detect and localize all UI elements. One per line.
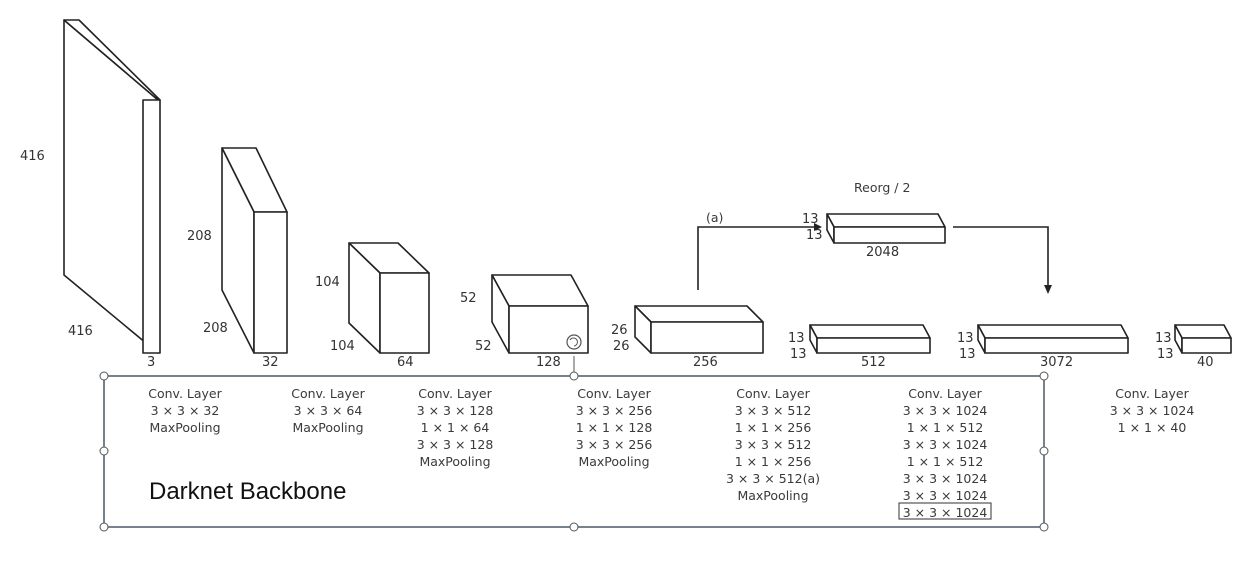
layer-line: 3 × 3 × 32: [151, 403, 220, 418]
layer-line: 1 × 1 × 40: [1118, 420, 1187, 435]
block1-depth-label: 3: [147, 355, 155, 370]
skip-connection-arrow: (a): [697, 210, 822, 290]
layer-line: 3 × 3 × 256: [576, 403, 653, 418]
layer-line: Conv. Layer: [1115, 386, 1189, 401]
block8-width-label: 13: [1157, 347, 1174, 362]
layer-line: MaxPooling: [737, 488, 808, 503]
layer-line: Conv. Layer: [908, 386, 982, 401]
layer-group-4: Conv. Layer 3 × 3 × 256 1 × 1 × 128 3 × 3 ×…: [576, 386, 653, 469]
backbone-label: Darknet Backbone: [149, 478, 346, 505]
layer-line: Conv. Layer: [418, 386, 492, 401]
layer-line: 3 × 3 × 512(a): [726, 471, 820, 486]
feature-map-416: 416 416 3: [20, 19, 161, 370]
block1-height-label: 416: [20, 149, 45, 164]
block5-width-label: 26: [613, 339, 630, 354]
reorg-width-label: 13: [806, 228, 823, 243]
block7-width-label: 13: [959, 347, 976, 362]
layer-line: 3 × 3 × 1024: [903, 471, 988, 486]
rotate-handle-icon[interactable]: [566, 334, 582, 350]
layer-line: 1 × 1 × 512: [907, 454, 984, 469]
arrowhead-icon: [1044, 285, 1052, 294]
layer-group-1: Conv. Layer 3 × 3 × 32 MaxPooling: [148, 386, 222, 435]
layer-line: 3 × 3 × 256: [576, 437, 653, 452]
layer-line: MaxPooling: [578, 454, 649, 469]
block1-width-label: 416: [68, 324, 93, 339]
feature-map-104: 104 104 64: [315, 242, 430, 370]
resize-handle[interactable]: [1039, 371, 1049, 381]
rotate-arrow-icon: [569, 337, 578, 347]
block4-depth-label: 128: [536, 355, 561, 370]
block5-height-label: 26: [611, 323, 628, 338]
layer-group-7: Conv. Layer 3 × 3 × 1024 1 × 1 × 40: [1110, 386, 1195, 435]
block3-depth-label: 64: [397, 355, 414, 370]
layer-descriptions: Conv. Layer 3 × 3 × 32 MaxPooling Conv. La…: [148, 386, 1194, 520]
block7-height-label: 13: [957, 331, 974, 346]
feature-map-208: 208 208 32: [187, 147, 288, 370]
layer-line: Conv. Layer: [148, 386, 222, 401]
feature-map-reorg: Reorg / 2 13 13 2048: [802, 180, 946, 260]
layer-group-2: Conv. Layer 3 × 3 × 64 MaxPooling: [291, 386, 365, 435]
resize-handle[interactable]: [569, 371, 579, 381]
block7-depth-label: 3072: [1040, 355, 1073, 370]
block5-depth-label: 256: [693, 355, 718, 370]
layer-line: 3 × 3 × 1024: [1110, 403, 1195, 418]
feature-map-13-512: 13 13 512: [788, 324, 931, 370]
block6-depth-label: 512: [861, 355, 886, 370]
layer-line: 1 × 1 × 128: [576, 420, 653, 435]
layer-line: 3 × 3 × 128: [417, 437, 494, 452]
layer-line: MaxPooling: [149, 420, 220, 435]
block2-height-label: 208: [187, 229, 212, 244]
block2-width-label: 208: [203, 321, 228, 336]
resize-handle[interactable]: [99, 446, 109, 456]
layer-line: 1 × 1 × 512: [907, 420, 984, 435]
layer-line: Conv. Layer: [577, 386, 651, 401]
feature-map-26: 26 26 256: [611, 305, 764, 370]
block8-height-label: 13: [1155, 331, 1172, 346]
block4-height-label: 52: [460, 291, 477, 306]
block4-width-label: 52: [475, 339, 492, 354]
layer-line: 3 × 3 × 1024: [903, 488, 988, 503]
layer-line: 3 × 3 × 1024: [903, 505, 988, 520]
block2-depth-label: 32: [262, 355, 279, 370]
block8-depth-label: 40: [1197, 355, 1214, 370]
backbone-selection-box[interactable]: Darknet Backbone: [99, 334, 1049, 532]
skip-label: (a): [706, 210, 723, 225]
resize-handle[interactable]: [1039, 446, 1049, 456]
resize-handle[interactable]: [1039, 522, 1049, 532]
layer-line: 3 × 3 × 512: [735, 403, 812, 418]
layer-group-6: Conv. Layer 3 × 3 × 1024 1 × 1 × 512 3 × 3 …: [903, 386, 988, 520]
layer-line: 3 × 3 × 1024: [903, 437, 988, 452]
layer-line: Conv. Layer: [736, 386, 810, 401]
layer-group-3: Conv. Layer 3 × 3 × 128 1 × 1 × 64 3 × 3 × …: [417, 386, 494, 469]
layer-line: 3 × 3 × 512: [735, 437, 812, 452]
layer-line: 1 × 1 × 64: [421, 420, 490, 435]
block3-height-label: 104: [315, 275, 340, 290]
layer-line: 3 × 3 × 1024: [903, 403, 988, 418]
resize-handle[interactable]: [99, 522, 109, 532]
feature-map-13-3072: 13 13 3072: [957, 324, 1129, 370]
reorg-depth-label: 2048: [866, 245, 899, 260]
feature-map-13-40: 13 13 40: [1155, 324, 1232, 370]
highlighted-layer-box: [898, 502, 992, 520]
layer-line: MaxPooling: [419, 454, 490, 469]
layer-line: MaxPooling: [292, 420, 363, 435]
resize-handle[interactable]: [99, 371, 109, 381]
layer-line: Conv. Layer: [291, 386, 365, 401]
reorg-label: Reorg / 2: [854, 180, 910, 195]
layer-line: 1 × 1 × 256: [735, 420, 812, 435]
layer-line: 3 × 3 × 64: [294, 403, 363, 418]
resize-handle[interactable]: [569, 522, 579, 532]
layer-line: 1 × 1 × 256: [735, 454, 812, 469]
reorg-arrow: [953, 226, 1052, 294]
feature-map-52: 52 52 128: [460, 274, 589, 370]
block6-height-label: 13: [788, 331, 805, 346]
layer-group-5: Conv. Layer 3 × 3 × 512 1 × 1 × 256 3 × 3 ×…: [726, 386, 820, 503]
layer-line: 3 × 3 × 128: [417, 403, 494, 418]
arrowhead-icon: [814, 223, 822, 231]
block6-width-label: 13: [790, 347, 807, 362]
block3-width-label: 104: [330, 339, 355, 354]
